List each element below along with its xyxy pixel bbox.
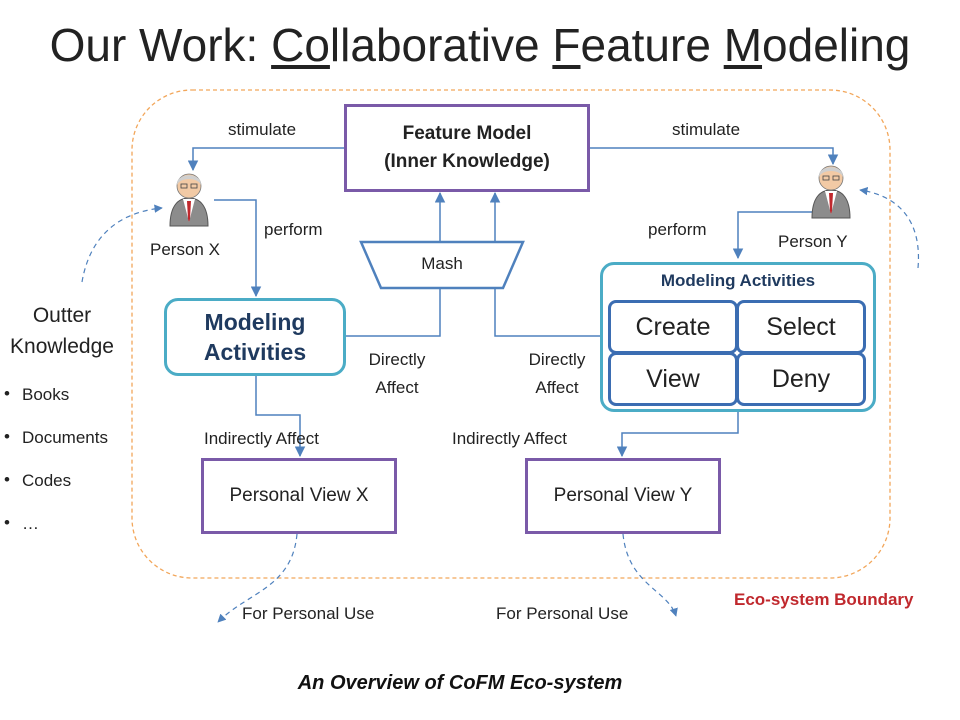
outer-knowledge-line2: Knowledge — [10, 335, 114, 358]
list-item: Books — [0, 384, 108, 428]
directly-affect-right-arrow — [489, 191, 600, 337]
directly-affect-left-arrow — [346, 191, 446, 337]
modeling-activities-x-line2: Activities — [203, 339, 307, 365]
stimulate-left-label: stimulate — [228, 120, 297, 139]
indirectly-affect-right-label: Indirectly Affect — [452, 429, 567, 448]
directly-affect-right-line1: Directly — [528, 350, 586, 369]
modeling-activities-y-title: Modeling Activities — [660, 271, 816, 290]
directly-affect-left-line2: Affect — [375, 378, 419, 397]
mash-shape — [359, 240, 525, 290]
personal-view-y-box: Personal View Y — [525, 458, 721, 534]
directly-affect-left-line1: Directly — [368, 350, 426, 369]
outer-knowledge-line1: Outter — [32, 304, 92, 327]
feature-model-box: Feature Model (Inner Knowledge) — [344, 104, 590, 192]
eco-system-boundary-label: Eco-system Boundary — [734, 590, 914, 609]
list-item: … — [0, 513, 108, 557]
personal-use-right-label: For Personal Use — [496, 604, 629, 623]
mash-label: Mash — [421, 254, 463, 273]
eco-system-boundary — [131, 89, 891, 579]
indirectly-affect-left-label: Indirectly Affect — [204, 429, 319, 448]
perform-left-label: perform — [264, 220, 323, 239]
outer-knowledge-heading: Outter Knowledge — [0, 300, 124, 362]
person-y-label: Person Y — [778, 232, 848, 251]
person-y-figure — [811, 165, 851, 219]
personal-use-arrow-right — [622, 533, 678, 617]
indirectly-affect-left-arrow — [255, 376, 306, 458]
person-x-figure — [169, 173, 209, 227]
stimulate-right-arrow — [590, 147, 839, 166]
perform-right-label: perform — [648, 220, 707, 239]
directly-affect-left-label: Directly Affect — [352, 346, 442, 402]
modeling-activities-x-line1: Modeling — [204, 309, 306, 335]
deny-cell: Deny — [736, 352, 866, 406]
person-x-label: Person X — [150, 240, 220, 259]
personal-view-x-box: Personal View X — [201, 458, 397, 534]
diagram-caption: An Overview of CoFM Eco-system — [297, 672, 623, 694]
indirectly-affect-right-arrow — [616, 412, 739, 458]
personal-use-arrow-left — [217, 533, 298, 623]
outer-knowledge-arrow-right — [859, 186, 920, 269]
perform-right-arrow — [732, 211, 812, 260]
directly-affect-right-label: Directly Affect — [512, 346, 602, 402]
stimulate-right-label: stimulate — [672, 120, 741, 139]
stimulate-left-arrow — [187, 147, 344, 172]
perform-left-arrow — [214, 199, 262, 298]
select-cell: Select — [736, 300, 866, 354]
modeling-activities-x-box: Modeling Activities — [164, 298, 346, 376]
personal-use-left-label: For Personal Use — [242, 604, 375, 623]
feature-model-title: Feature Model — [402, 123, 532, 144]
slide-title: Our Work: Collaborative Feature Modeling — [49, 19, 911, 71]
list-item: Codes — [0, 470, 108, 514]
feature-model-subtitle: (Inner Knowledge) — [384, 151, 550, 172]
list-item: Documents — [0, 427, 108, 471]
view-cell: View — [608, 352, 738, 406]
outer-knowledge-list: Books Documents Codes … — [0, 384, 108, 557]
create-cell: Create — [608, 300, 738, 354]
directly-affect-right-line2: Affect — [535, 378, 579, 397]
